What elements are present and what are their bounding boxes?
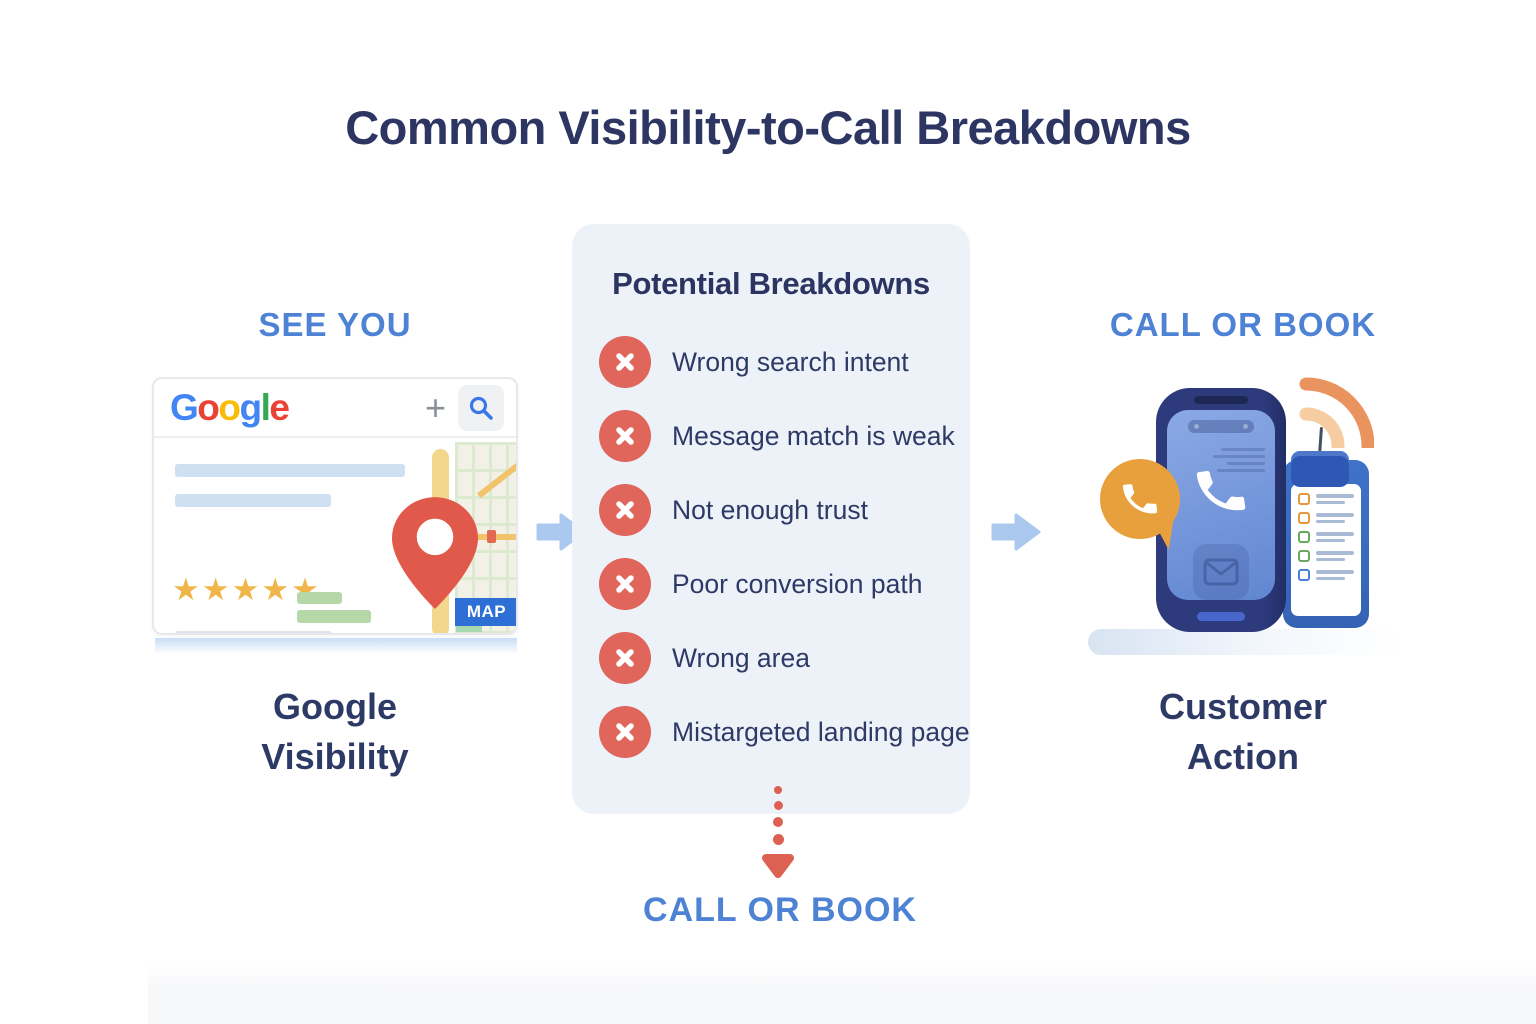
search-bar: Google + — [154, 379, 516, 438]
x-circle-icon — [599, 706, 651, 758]
map-pin-icon — [392, 497, 478, 609]
checkbox-icon — [1298, 493, 1310, 505]
review-line — [297, 592, 342, 604]
map-green-strip — [456, 626, 482, 632]
x-circle-icon — [599, 410, 651, 462]
phone-screen — [1167, 410, 1275, 600]
arrow-dot — [773, 817, 783, 827]
breakdown-item: Poor conversion path — [599, 558, 970, 610]
clipboard-clip — [1291, 451, 1349, 487]
logo-letter: l — [260, 387, 271, 428]
x-circle-icon — [599, 632, 651, 684]
caption-line: Google — [273, 686, 397, 727]
envelope-icon — [1203, 558, 1239, 586]
result-line — [175, 464, 405, 477]
search-button — [458, 384, 504, 431]
checklist-row — [1298, 512, 1354, 524]
logo-letter: e — [269, 387, 290, 428]
breakdown-item-label: Message match is weak — [672, 420, 955, 451]
logo-letter: o — [197, 387, 220, 428]
breakdown-item-label: Mistargeted landing page — [672, 716, 970, 747]
checkbox-icon — [1298, 512, 1310, 524]
card-reflection — [155, 638, 517, 654]
breakdown-item: Mistargeted landing page — [599, 706, 970, 758]
rating-stars: ★★★★★ — [172, 572, 321, 607]
arrowhead — [762, 854, 794, 878]
caption-line: Action — [1187, 736, 1299, 777]
checklist-row — [1298, 531, 1354, 543]
checklist-row — [1298, 550, 1354, 562]
checklist-row — [1298, 493, 1354, 505]
phone-notch — [1194, 396, 1248, 404]
phone-handset-icon — [1122, 484, 1158, 514]
smartphone — [1156, 388, 1286, 632]
x-circle-icon — [599, 484, 651, 536]
breakdown-item: Wrong search intent — [599, 336, 970, 388]
x-circle-icon — [599, 558, 651, 610]
breakdown-item-label: Wrong area — [672, 642, 810, 673]
caption-line: Customer — [1158, 686, 1328, 727]
checkbox-icon — [1298, 531, 1310, 543]
phone-handset-icon — [1196, 470, 1246, 511]
envelope-tile — [1193, 544, 1249, 600]
google-visibility-caption: Google Visibility — [152, 682, 518, 782]
caption-line: Visibility — [261, 736, 409, 777]
review-line — [297, 610, 371, 623]
footer-shade — [148, 962, 1536, 1024]
customer-action-caption: Customer Action — [1075, 682, 1411, 782]
arrow-dot — [773, 801, 783, 810]
breakdown-panel: Potential Breakdowns Wrong search intent… — [572, 224, 970, 814]
map-road — [455, 534, 516, 540]
checklist-paper — [1291, 484, 1361, 616]
see-you-label: SEE YOU — [258, 306, 412, 343]
clipboard — [1283, 460, 1369, 628]
breakdown-item-label: Wrong search intent — [672, 346, 909, 377]
logo-letter: o — [218, 387, 241, 428]
home-indicator — [1197, 612, 1245, 621]
result-line — [175, 494, 331, 507]
breakdown-item: Wrong area — [599, 632, 970, 684]
breakdown-heading: Potential Breakdowns — [612, 266, 930, 301]
camera-pill — [1188, 420, 1254, 433]
speech-bubble-icon — [1100, 459, 1180, 539]
breakdown-item-label: Not enough trust — [672, 494, 868, 525]
logo-letter: g — [239, 387, 263, 428]
arrow-dot — [774, 786, 782, 794]
map-marker-dot — [487, 530, 496, 543]
arrow-dot — [772, 834, 784, 845]
checkbox-icon — [1298, 550, 1310, 562]
breakdown-item: Not enough trust — [599, 484, 970, 536]
map-road — [476, 447, 516, 499]
screen-text-lines — [1213, 448, 1265, 472]
search-results-area: ★★★★★ MAP — [154, 440, 516, 633]
google-logo: Google — [170, 387, 290, 428]
breakdown-list: Wrong search intent Message match is wea… — [572, 336, 970, 758]
search-icon — [469, 396, 493, 420]
wifi-signal-icon — [1299, 377, 1374, 448]
map-badge: MAP — [455, 598, 516, 626]
breakdown-item-label: Poor conversion path — [672, 568, 923, 599]
arrow-down-icon — [760, 786, 796, 880]
plus-icon: + — [424, 386, 446, 428]
checklist-row — [1298, 569, 1354, 581]
call-or-book-label: CALL OR BOOK — [1109, 306, 1377, 343]
logo-letter: G — [170, 387, 199, 428]
checkbox-icon — [1298, 569, 1310, 581]
illustration-shadow — [1088, 629, 1400, 655]
arrow-right-icon — [991, 513, 1041, 551]
page-title: Common Visibility-to-Call Breakdowns — [345, 101, 1191, 154]
call-or-book-outcome-label: CALL OR BOOK — [643, 891, 917, 929]
breakdown-item: Message match is weak — [599, 410, 970, 462]
x-circle-icon — [599, 336, 651, 388]
result-line — [175, 631, 332, 633]
google-search-card: Google + ★★★★★ — [152, 377, 518, 635]
